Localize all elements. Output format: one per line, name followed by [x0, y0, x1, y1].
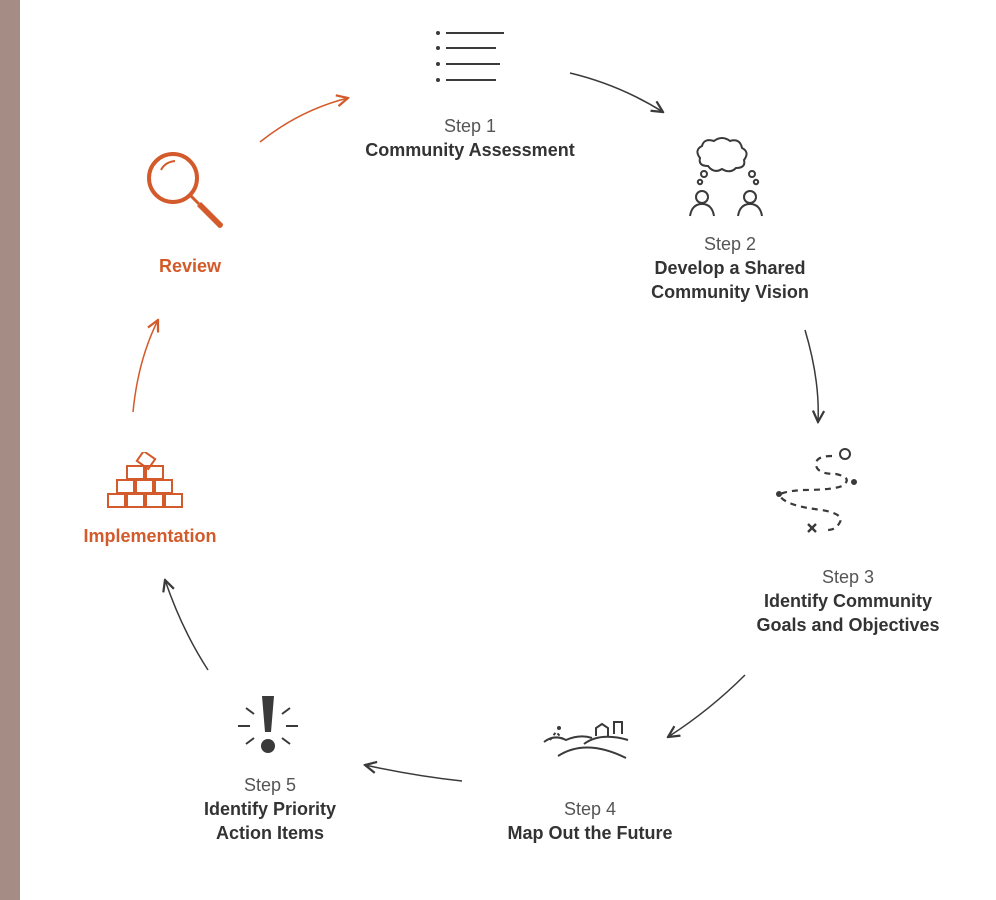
- step-5: Step 5 Identify Priority Action Items: [150, 773, 390, 845]
- implementation-label: Implementation: [83, 526, 217, 546]
- arrow-review-to-step1: [259, 98, 348, 143]
- people-thinking-icon: [689, 137, 763, 217]
- step-5-title-line-1: Identify Priority: [203, 799, 337, 819]
- step-4-number: Step 4: [563, 799, 617, 819]
- step-3-title-line-2: Goals and Objectives: [756, 615, 940, 635]
- step-1-title: Community Assessment: [365, 140, 575, 160]
- implementation: Implementation: [40, 524, 260, 548]
- arrow-step3-to-step4: [668, 674, 746, 737]
- treasure-map-path-icon: [776, 448, 857, 533]
- step-1-number: Step 1: [443, 116, 497, 136]
- step-4-title: Map Out the Future: [507, 823, 673, 843]
- arrow-implementation-to-review: [132, 320, 158, 413]
- magnifier-icon: [147, 152, 223, 228]
- cycle-arrows: [132, 72, 996, 782]
- step-2: Step 2 Develop a Shared Community Vision: [590, 232, 870, 304]
- arrow-step4-to-step5: [365, 765, 463, 782]
- step-5-number: Step 5: [243, 775, 297, 795]
- review: Review: [120, 254, 260, 278]
- step-1: Step 1 Community Assessment: [320, 114, 620, 162]
- arrow-step2-to-step3: [804, 329, 818, 422]
- review-label: Review: [158, 256, 222, 276]
- step-2-title-line-2: Community Vision: [651, 282, 809, 302]
- landscape-icon: [543, 721, 629, 759]
- step-3: Step 3 Identify Community Goals and Obje…: [700, 565, 996, 637]
- arrow-step1-to-step2: [569, 72, 663, 112]
- exclamation-icon: [238, 696, 298, 753]
- arrow-step5-to-implementation: [165, 580, 209, 671]
- step-2-number: Step 2: [703, 234, 757, 254]
- step-3-number: Step 3: [821, 567, 875, 587]
- diagram-panel: Step 1 Community Assessment Step 2 Devel…: [20, 0, 996, 900]
- step-2-title-line-1: Develop a Shared: [654, 258, 806, 278]
- checklist-icon: [436, 31, 504, 82]
- step-3-title-line-1: Identify Community: [763, 591, 932, 611]
- step-4: Step 4 Map Out the Future: [440, 797, 740, 845]
- step-5-title-line-2: Action Items: [215, 823, 325, 843]
- bricks-icon: [107, 452, 183, 508]
